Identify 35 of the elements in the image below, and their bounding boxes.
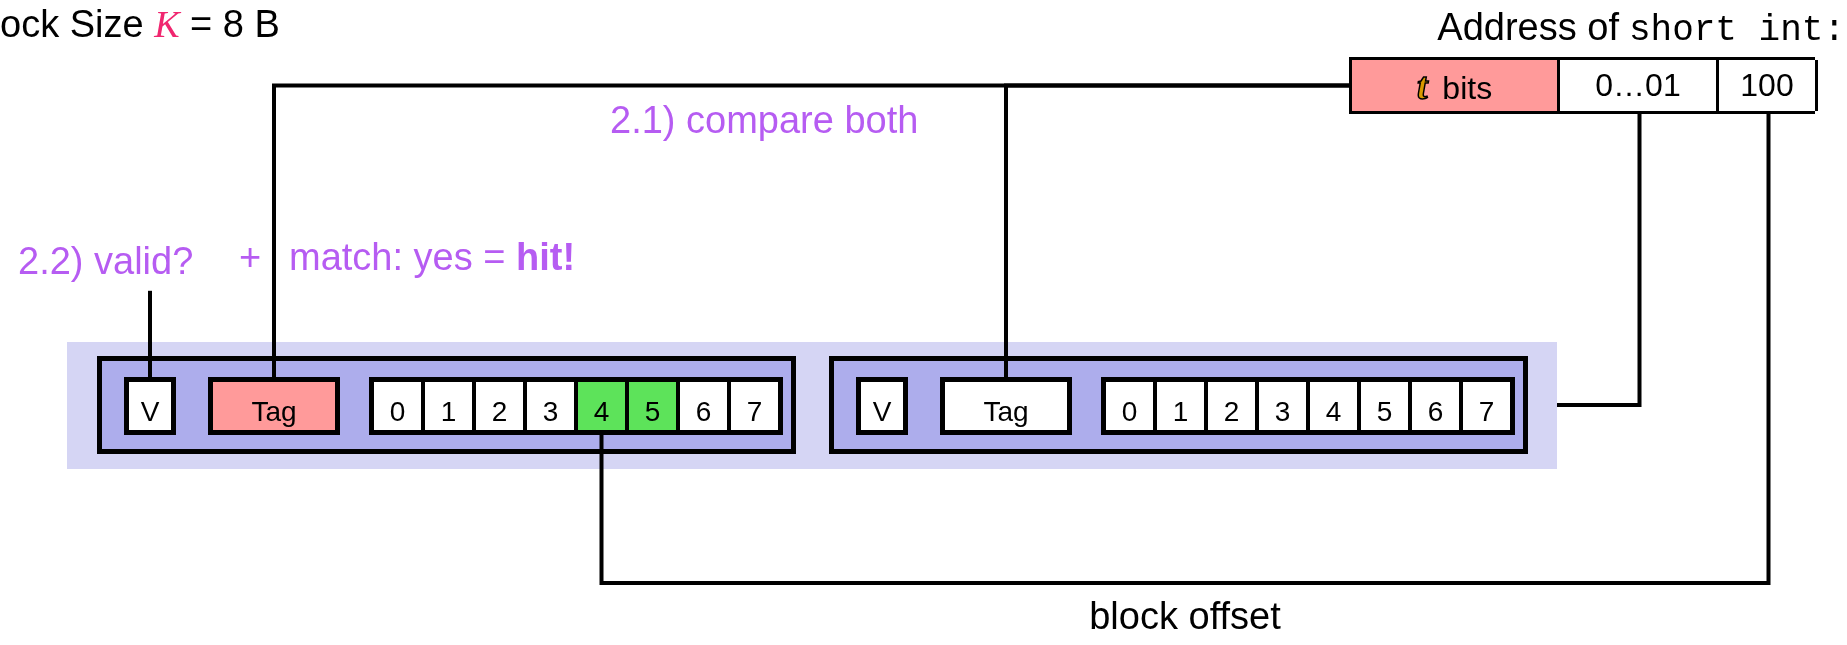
byte-cell: 3 [527,382,574,430]
byte-cell: 5 [629,382,676,430]
byte-cell: 0 [374,382,421,430]
byte-cell: 3 [1259,382,1306,430]
connector-line [1557,111,1642,407]
data-block [1101,377,1515,435]
connector-line [599,111,1771,585]
byte-cell: 6 [680,382,727,430]
step-label: 2.2) valid? [18,241,194,283]
connector-line [1004,83,1352,377]
byte-cell: 7 [1463,382,1510,430]
cache-set-band [67,342,1557,469]
tag-bits-field: t bits [1352,60,1560,111]
address-heading: Address of [1437,6,1619,49]
step-label: 2.1) compare both [610,100,919,142]
valid-bit-field: V [856,377,908,435]
tag-field: Tag [940,377,1072,435]
byte-cell: 1 [425,382,472,430]
byte-cell: 0 [1106,382,1153,430]
data-block [369,377,783,435]
byte-cell: 5 [1361,382,1408,430]
valid-bit-field: V [124,377,176,435]
title: ock Size K = 8 B [0,2,280,46]
leader-line [148,290,152,377]
byte-cell: 6 [1412,382,1459,430]
type-name: short int: [1628,10,1845,51]
plus-sign: + [239,237,262,279]
step-label: match: yes = hit! [289,237,576,279]
byte-cell: 2 [476,382,523,430]
byte-cell: 4 [1310,382,1357,430]
tag-field: Tag [208,377,340,435]
byte-cell: 4 [578,382,625,430]
byte-cell: 1 [1157,382,1204,430]
byte-cell: 2 [1208,382,1255,430]
byte-cell: 7 [731,382,778,430]
